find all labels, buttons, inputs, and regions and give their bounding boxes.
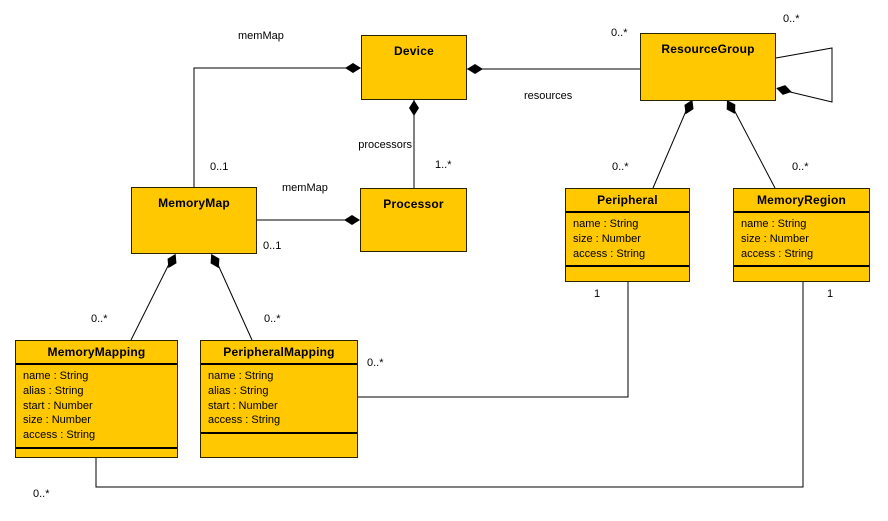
class-resourcegroup: ResourceGroup <box>640 33 776 101</box>
edge-resourcegroup-peripheral <box>652 103 690 189</box>
composition-diamond <box>344 215 360 225</box>
class-memorymapping: MemoryMapping name : String alias : Stri… <box>15 340 178 458</box>
edge-peripheral-peripheralmapping <box>358 282 629 398</box>
class-memorymap-name: MemoryMap <box>158 196 230 210</box>
composition-diamond <box>345 63 361 73</box>
class-memorymapping-name: MemoryMapping <box>16 341 177 365</box>
multiplicity-memorymapping-end: 0..* <box>33 488 50 500</box>
multiplicity-peripheralmapping-end: 0..* <box>367 357 384 369</box>
class-peripheral-name: Peripheral <box>566 189 689 213</box>
attribute: access : String <box>573 247 646 260</box>
edge-memorymap-peripheralmapping <box>214 257 253 341</box>
multiplicity-peripheral-end: 1 <box>594 288 601 300</box>
multiplicity-resourcegroup-peripheral: 0..* <box>612 161 629 173</box>
edge-memorymap-memorymapping <box>130 257 173 341</box>
composition-diamond <box>167 253 177 269</box>
attribute: name : String <box>573 218 639 230</box>
class-peripheralmapping: PeripheralMapping name : String alias : … <box>200 340 358 458</box>
operations-compartment <box>566 267 689 281</box>
attributes-compartment: name : String alias : String start : Num… <box>201 365 357 435</box>
multiplicity-memorymap-processor: 0..1 <box>263 240 282 252</box>
attribute: start : Number <box>23 399 93 412</box>
class-peripheral: Peripheral name : String size : Number a… <box>565 188 690 282</box>
attribute: access : String <box>208 414 281 427</box>
attribute: start : Number <box>208 399 278 412</box>
attribute: size : Number <box>23 414 91 427</box>
class-memoryregion-name: MemoryRegion <box>734 189 869 213</box>
attribute: name : String <box>208 370 274 382</box>
attributes-compartment: name : String size : Number access : Str… <box>734 213 869 268</box>
class-processor-name: Processor <box>383 197 444 211</box>
class-memoryregion: MemoryRegion name : String size : Number… <box>733 188 870 282</box>
class-device: Device <box>361 35 467 100</box>
multiplicity-memoryregion-end: 1 <box>827 288 834 300</box>
attribute: alias : String <box>23 384 84 397</box>
edge-memoryregion-memorymapping <box>95 282 804 488</box>
composition-diamond <box>776 85 792 95</box>
attribute: name : String <box>23 370 89 382</box>
multiplicity-device-resourcegroup: 0..* <box>611 27 628 39</box>
role-label-memmap-processor: memMap <box>282 182 328 194</box>
attribute: access : String <box>741 247 814 260</box>
edge-device-memorymap <box>193 67 353 187</box>
class-processor: Processor <box>360 188 467 252</box>
multiplicity-resourcegroup-self: 0..* <box>783 13 800 25</box>
multiplicity-device-memorymap: 0..1 <box>210 161 229 173</box>
multiplicity-resourcegroup-memoryregion: 0..* <box>792 161 809 173</box>
multiplicity-memorymap-memorymapping: 0..* <box>91 313 108 325</box>
role-label-resources: resources <box>524 90 573 102</box>
operations-compartment <box>734 267 869 281</box>
class-memorymap: MemoryMap <box>131 187 257 254</box>
class-peripheralmapping-name: PeripheralMapping <box>201 341 357 365</box>
attribute: size : Number <box>573 232 641 245</box>
attribute: name : String <box>741 218 807 230</box>
attribute: alias : String <box>208 384 269 397</box>
composition-diamond <box>467 64 483 74</box>
attribute: size : Number <box>741 232 809 245</box>
attributes-compartment: name : String alias : String start : Num… <box>16 365 177 449</box>
composition-diamond <box>409 100 419 116</box>
composition-diamond <box>726 100 736 114</box>
edge-resourcegroup-memoryregion <box>730 103 776 189</box>
multiplicity-memorymap-peripheralmapping: 0..* <box>264 313 281 325</box>
class-device-name: Device <box>394 44 434 58</box>
role-label-memmap-device: memMap <box>238 30 284 42</box>
composition-diamond <box>684 99 694 115</box>
role-label-processors: processors <box>358 139 412 151</box>
class-resourcegroup-name: ResourceGroup <box>661 42 755 56</box>
attributes-compartment: name : String size : Number access : Str… <box>566 213 689 268</box>
operations-compartment <box>16 449 177 457</box>
operations-compartment <box>201 434 357 457</box>
multiplicity-device-processor: 1..* <box>435 159 452 171</box>
edge-resourcegroup-self <box>775 47 833 103</box>
composition-diamond <box>210 253 220 269</box>
attribute: access : String <box>23 429 96 442</box>
